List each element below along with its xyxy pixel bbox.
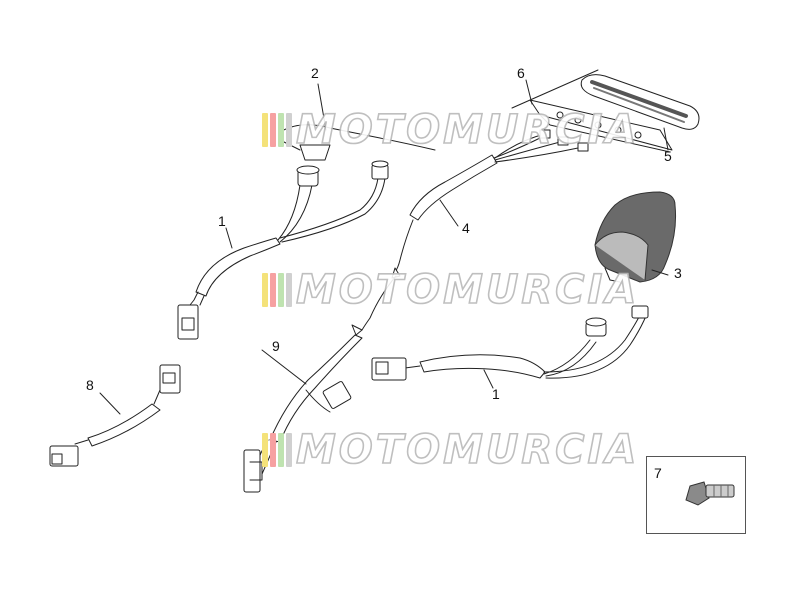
wm-bar-1 [262,113,268,147]
wm-bar-1 [262,273,268,307]
part-label-9: 9 [272,338,280,354]
wm-bar-4 [286,273,292,307]
wm-bar-3 [278,273,284,307]
wm-bar-1 [262,433,268,467]
watermark-top: MOTOMURCIA [262,106,639,154]
part-4-main-harness [361,129,589,331]
wm-bar-4 [286,433,292,467]
part-8-harness [49,364,181,467]
part-5-brake-light [580,74,700,130]
wm-bar-2 [270,433,276,467]
part-3-cover [594,191,676,283]
part-label-4: 4 [462,220,470,236]
watermark-bottom: MOTOMURCIA [262,426,639,474]
watermark-text: MOTOMURCIA [295,106,640,154]
wm-bar-2 [270,113,276,147]
part-label-1-lower: 1 [492,386,500,402]
part-label-7: 7 [654,465,662,481]
wm-bar-4 [286,113,292,147]
part-label-5: 5 [664,148,672,164]
watermark-text: MOTOMURCIA [295,426,640,474]
leader-lines [99,79,669,415]
part-label-1-upper: 1 [218,213,226,229]
part-label-2: 2 [311,65,319,81]
part-1-lower-harness [371,305,649,381]
watermark-middle: MOTOMURCIA [262,266,639,314]
part-9-harness [243,324,363,493]
part-label-3: 3 [674,265,682,281]
part-label-6: 6 [517,65,525,81]
wm-bar-3 [278,113,284,147]
part-label-8: 8 [86,377,94,393]
wm-bar-3 [278,433,284,467]
part-6-plate [529,99,673,153]
connector-line-6 [511,69,599,109]
part-1-upper-harness [177,160,389,340]
wm-bar-2 [270,273,276,307]
watermark-text: MOTOMURCIA [295,266,640,314]
